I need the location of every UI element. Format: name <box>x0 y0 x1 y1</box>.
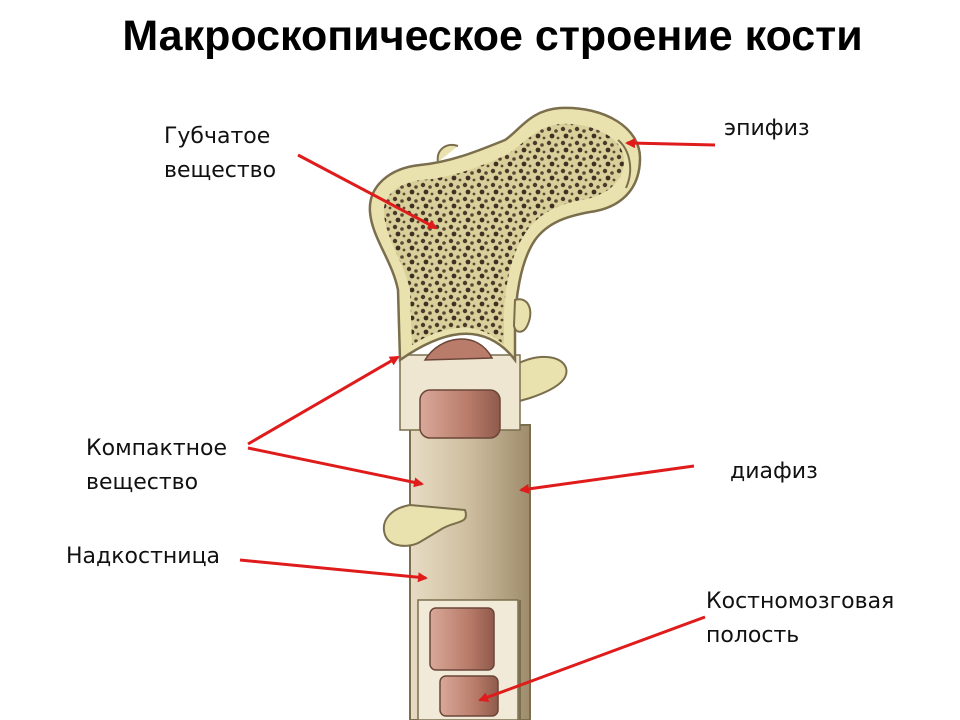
label-compact-substance: Компактное вещество <box>86 436 228 495</box>
label-marrow-cavity: Костномозговая полость <box>706 589 895 648</box>
arrow-compact-upper <box>247 355 400 446</box>
arrows <box>239 138 716 702</box>
arrow-diaphysis <box>519 464 695 494</box>
arrow-spongy <box>297 153 438 230</box>
arrow-periosteum <box>239 558 428 583</box>
page-title: Макроскопическое строение кости <box>122 12 863 60</box>
marrow-plug <box>399 338 521 439</box>
arrow-epiphysis <box>625 138 716 149</box>
label-epiphysis: эпифиз <box>724 116 810 141</box>
periosteum-flaps <box>382 356 568 547</box>
arrow-marrow-cavity <box>478 615 706 702</box>
label-diaphysis: диафиз <box>730 459 818 484</box>
bone-shaft <box>409 424 531 720</box>
label-spongy-substance: Губчатое вещество <box>164 124 277 183</box>
bone-epiphysis <box>368 106 642 364</box>
arrow-compact-lower <box>247 446 424 488</box>
label-periosteum: Надкостница <box>66 544 221 569</box>
